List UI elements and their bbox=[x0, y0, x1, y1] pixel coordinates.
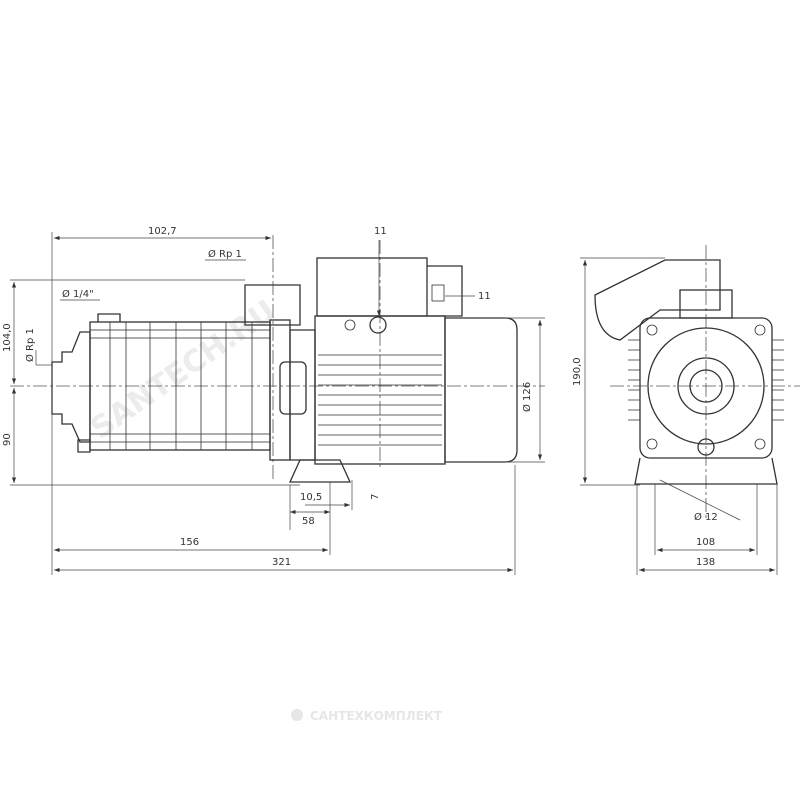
front-view: 190,0 Ø 12 108 138 bbox=[572, 245, 800, 575]
terminal-box-front bbox=[594, 259, 721, 341]
dim-58: 58 bbox=[302, 516, 315, 527]
drain-label: Ø 1/4" bbox=[62, 288, 94, 300]
dim-102-7: 102,7 bbox=[148, 226, 177, 237]
dim-190: 190,0 bbox=[572, 357, 583, 386]
drain-plug bbox=[77, 313, 121, 453]
footer-watermark: САНТЕХКОМПЛЕКТ bbox=[291, 709, 443, 723]
svg-text:САНТЕХКОМПЛЕКТ: САНТЕХКОМПЛЕКТ bbox=[310, 709, 443, 723]
dim-138: 138 bbox=[696, 557, 715, 568]
dim-hole-diameter: Ø 12 bbox=[694, 511, 718, 523]
dim-108: 108 bbox=[696, 537, 715, 548]
dim-156: 156 bbox=[180, 537, 199, 548]
dim-motor-diameter: Ø 126 bbox=[521, 382, 533, 412]
dim-10-5: 10,5 bbox=[300, 492, 322, 503]
base-foot bbox=[634, 457, 778, 485]
outlet-front bbox=[679, 289, 733, 319]
terminal-box bbox=[316, 257, 428, 317]
side-view: 102,7 Ø Rp 1 Ø 1/4" 104,0 90 Ø Rp 1 11 1… bbox=[2, 226, 545, 575]
outlet-label: Ø Rp 1 bbox=[208, 248, 242, 260]
motor-foot bbox=[288, 459, 352, 483]
dim-321: 321 bbox=[272, 557, 291, 568]
inlet-label: Ø Rp 1 bbox=[24, 328, 36, 362]
inlet-flange bbox=[51, 331, 91, 443]
diagonal-watermark: SANTECH.RU bbox=[85, 293, 283, 446]
dim-7: 7 bbox=[370, 494, 381, 500]
fan-cover bbox=[444, 317, 518, 463]
dim-104: 104,0 bbox=[2, 323, 13, 352]
dim-11-right: 11 bbox=[478, 291, 491, 302]
outlet-port bbox=[244, 284, 301, 326]
dim-90: 90 bbox=[2, 433, 13, 446]
dim-11-top: 11 bbox=[374, 226, 387, 237]
